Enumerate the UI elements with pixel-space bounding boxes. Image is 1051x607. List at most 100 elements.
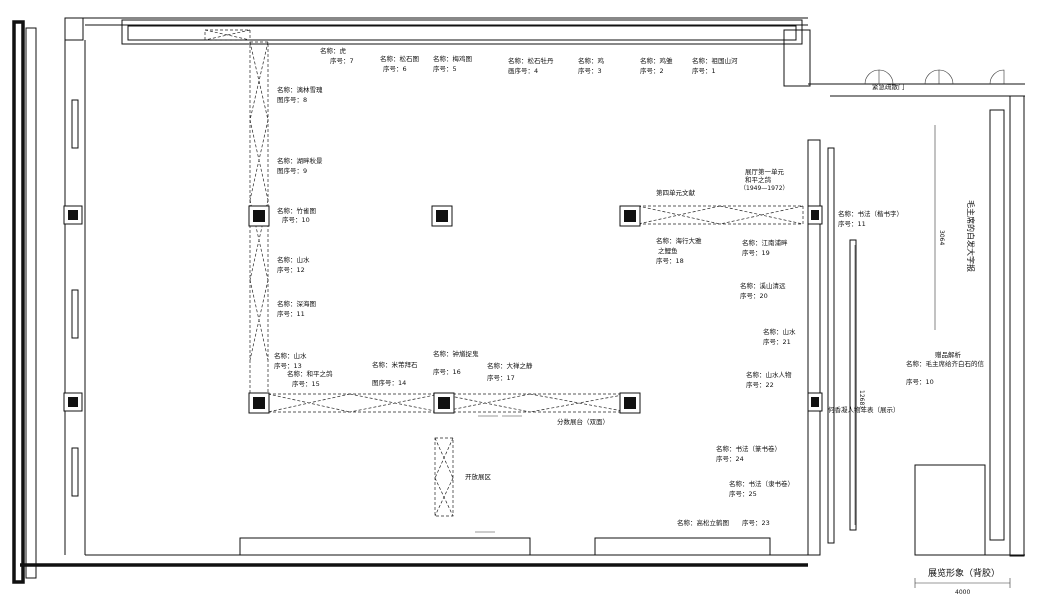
exhibit-15-name: 名称：和平之鸽: [287, 369, 333, 378]
exhibit-13-name: 名称：山水: [274, 351, 307, 360]
door-arc-4: [938, 69, 954, 85]
corridor-partition: [827, 147, 835, 544]
entrance-dimension: 4000: [955, 589, 970, 596]
exhibit-9-name: 名称：湖畔秋景: [277, 156, 323, 165]
exhibit-24-seq: 序号：24: [716, 454, 744, 463]
panel-middle-horizontal: [637, 205, 804, 225]
pillar-bottom-left: [248, 392, 270, 414]
exhibit-16-name: 名称：钟馗捉鬼: [433, 349, 479, 358]
exhibit-22-name: 名称：山水人物: [746, 370, 792, 379]
exhibit-1-seq: 序号：1: [692, 66, 716, 75]
exhibit-18-seq: 序号：18: [656, 256, 684, 265]
exhibit-20-name: 名称：溪山清远: [740, 281, 786, 290]
exhibit-7-name: 名称：虎: [320, 46, 347, 55]
exhibit-18-name: 名称：海行大雅: [656, 236, 702, 245]
exhibit-17-name: 名称：大禅之静: [487, 361, 533, 370]
exhibit-5-name: 名称：梅鸡图: [433, 54, 472, 63]
poem-label: 毛主席的白发大字报: [966, 200, 976, 272]
corridor-label: 何香凝人物年表（展示）: [828, 405, 900, 414]
left-window-1: [71, 99, 79, 149]
exhibit-19-name: 名称：江南浦畔: [742, 238, 788, 247]
exhibit-22-seq: 序号：22: [746, 380, 774, 389]
entrance-label: 展览形象（背胶）: [928, 567, 1000, 579]
exhibit-12-seq: 序号：12: [277, 265, 305, 274]
exhibit-16-seq: 序号：16: [433, 367, 461, 376]
exhibit-23-seq: 序号：23: [742, 518, 770, 527]
exhibit-21-name: 名称：山水: [763, 327, 796, 336]
exhibit-4-name: 名称：松石牡丹: [508, 56, 554, 65]
exit-label: 紧急疏散门: [872, 82, 905, 91]
right-top-corner: [783, 29, 811, 87]
exhibit-19-seq: 序号：19: [742, 248, 770, 257]
exhibit-3-name: 名称：鸡: [578, 56, 605, 65]
side-label: 开放展区: [465, 472, 492, 481]
pillar-wall-right: [807, 205, 823, 225]
pillar-wall-right-2: [807, 392, 823, 412]
intro-subtitle: 和平之鸽: [745, 175, 772, 184]
exhibit-10-name: 名称：竹雀图: [277, 206, 316, 215]
panel-free-cross: [434, 437, 454, 517]
exhibit-13-seq: 序号：13: [274, 361, 302, 370]
door-arc-3: [924, 69, 940, 85]
exhibit-6-name: 名称：松石图: [380, 54, 419, 63]
exhibit-21-seq: 序号：21: [763, 337, 791, 346]
exhibit-letter-seq: 序号：10: [906, 377, 934, 386]
exhibit-20-seq: 序号：20: [740, 291, 768, 300]
exhibit-10-seq: 序号：10: [282, 215, 310, 224]
bottom-window-a: [239, 537, 531, 556]
exhibit-5-seq: 序号：5: [433, 64, 457, 73]
center-label: 分数展台（双面）: [557, 417, 609, 426]
outer-walls: [12, 17, 1025, 588]
gift-label: 赠品解析: [935, 350, 962, 359]
dimension-b: 12687: [858, 390, 865, 409]
exhibit-17-seq: 序号：17: [487, 373, 515, 382]
exhibit-2-seq: 序号：2: [640, 66, 664, 75]
exhibit-25-seq: 序号：25: [729, 489, 757, 498]
pillar-top-left: [248, 205, 270, 227]
exhibit-11-seq: 序号：11: [277, 309, 305, 318]
intro-title: 展厅第一单元: [745, 167, 785, 176]
exhibit-23-name: 名称：高松立鹤图: [677, 518, 729, 527]
exhibit-1-name: 名称：祖国山河: [692, 56, 738, 65]
panel-bottom-cross: [267, 393, 629, 413]
left-column: [64, 17, 84, 41]
exhibit-7-seq: 序号：7: [330, 56, 354, 65]
corridor-partition-b: [849, 239, 857, 531]
left-window-3: [71, 447, 79, 497]
display-panels: [204, 29, 936, 533]
exhibit-18-sub: 之鲤鱼: [658, 246, 678, 255]
exhibit-letter-name: 名称：毛主席给齐白石的信: [906, 359, 985, 368]
exhibit-15-seq: 序号：15: [292, 379, 320, 388]
entrance-wall: [914, 464, 986, 556]
exhibit-14-seq: 图序号：14: [372, 378, 406, 387]
panel-middle-cross: [637, 205, 804, 225]
section-labels: 展厅第一单元 和平之鸽 （1949—1972） 第四单元文献 赠品解析 分数展台…: [465, 82, 1000, 596]
pillar-bottom-center: [433, 392, 455, 414]
bottom-window-b: [594, 537, 771, 556]
panel-top-stub-cross: [204, 29, 251, 41]
exhibit-calligraphy-name: 名称：书法（楷书字）: [838, 209, 903, 218]
exhibit-25-name: 名称：书法（隶书卷）: [729, 479, 794, 488]
exhibit-6-seq: 序号：6: [383, 64, 407, 73]
left-wall: [12, 20, 25, 584]
exhibit-8-name: 名称：漓林雪瑰: [277, 85, 323, 94]
pillar-center: [431, 205, 453, 227]
exhibit-2-name: 名称：鸡雏: [640, 56, 673, 65]
door-arc-5: [989, 69, 1005, 85]
exhibit-12-name: 名称：山水: [277, 255, 310, 264]
panel-top-stub: [204, 29, 251, 41]
left-window-2: [71, 289, 79, 339]
exhibit-8-seq: 图序号：8: [277, 95, 307, 104]
pillar-wall-left-2: [63, 392, 83, 412]
corridor-wall: [807, 139, 821, 556]
pillar-bottom-right: [619, 392, 641, 414]
right-wall: [1009, 95, 1025, 557]
panel-left-cross-1: [249, 41, 269, 361]
exhibit-3-seq: 序号：3: [578, 66, 602, 75]
exhibit-24-name: 名称：书法（篆书卷）: [716, 444, 781, 453]
door-arc-2: [878, 69, 894, 85]
exhibit-4-seq: 画序号：4: [508, 66, 538, 75]
intro-years: （1949—1972）: [740, 185, 789, 192]
pillars: [63, 205, 823, 414]
unit-text: 第四单元文献: [656, 188, 696, 197]
